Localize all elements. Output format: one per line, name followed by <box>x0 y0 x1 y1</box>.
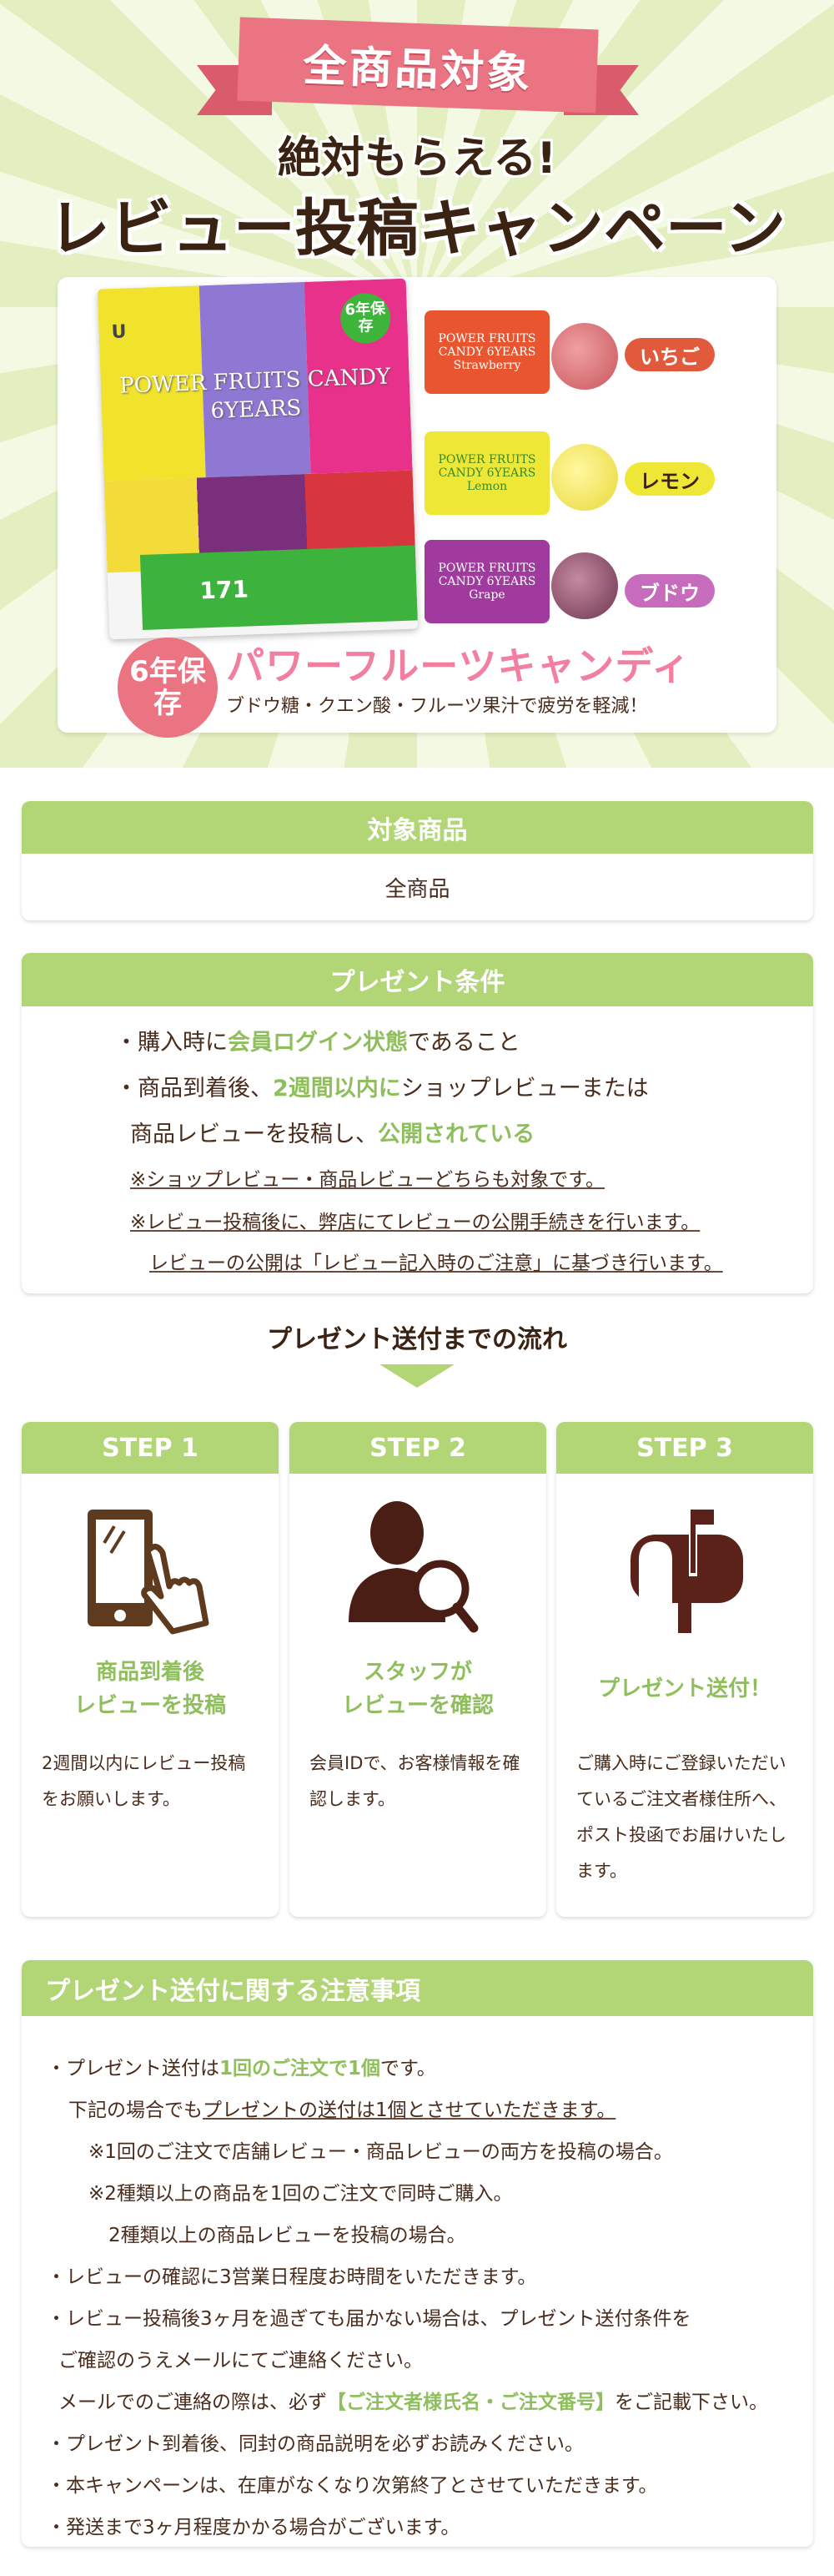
note-line: ・プレゼント送付は1回のご注文で1個です。 <box>47 2058 436 2079</box>
candy-label-lemon: レモン <box>625 462 715 496</box>
condition-note-1: ※ショップレビュー・商品レビューどちらも対象です。 <box>130 1169 605 1191</box>
step-1-description: 2週間以内にレビュー投稿をお願いします。 <box>42 1753 246 1809</box>
step-1-card: STEP 1 商品到着後レビューを投稿 2週間以内にレビュー投稿をお願いします。 <box>22 1422 279 1917</box>
note-line: ・プレゼント到着後、同封の商品説明を必ずお読みください。 <box>47 2433 584 2455</box>
step-2-card: STEP 2 スタッフがレビューを確認 会員IDで、お客様情報を確認します。 <box>289 1422 546 1917</box>
mailbox-icon <box>556 1501 813 1635</box>
step-3-card: STEP 3 プレゼント送付！ ご購入時にご登録いただいているご注文者様住所へ、… <box>556 1422 813 1917</box>
down-arrow-icon <box>379 1364 455 1388</box>
hero-banner: 全商品対象 絶対もらえる! レビュー投稿キャンペーン U 6年保存 POWER … <box>0 0 834 768</box>
condition-note-2: ※レビュー投稿後に、弊店にてレビューの公開手続きを行います。 <box>130 1212 701 1233</box>
candy-lemon: POWER FRUITS CANDY 6YEARS Lemon <box>425 423 625 523</box>
storage-badge: 6年保存 <box>118 638 218 738</box>
step-3-label: STEP 3 <box>556 1422 813 1474</box>
candy-strawberry: POWER FRUITS CANDY 6YEARS Strawberry <box>425 302 625 402</box>
ribbon: 全商品対象 <box>197 17 639 128</box>
target-products-box: 対象商品 全商品 <box>22 801 813 920</box>
condition-2: ・商品到着後、2週間以内にショップレビューまたは <box>115 1076 649 1101</box>
step-2-label: STEP 2 <box>289 1422 546 1474</box>
condition-note-3: レビューの公開は「レビュー記入時のご注意」に基づき行います。 <box>149 1253 723 1274</box>
conditions-box: プレゼント条件 ・購入時に会員ログイン状態であること ・商品到着後、2週間以内に… <box>22 953 813 1293</box>
candy-label-strawberry: いちご <box>625 338 715 371</box>
step-2-title: スタッフがレビューを確認 <box>341 1660 494 1718</box>
target-value: 全商品 <box>384 877 450 902</box>
hero-title: レビュー投稿キャンペーン <box>48 193 786 265</box>
product-description: ブドウ糖・クエン酸・フルーツ果汁で疲労を軽減！ <box>226 696 648 717</box>
package-code: 171 <box>139 545 418 630</box>
condition-3: 商品レビューを投稿し、公開されている <box>130 1122 535 1147</box>
note-line: ・レビューの確認に3営業日程度お時間をいただきます。 <box>47 2266 537 2288</box>
candy-label-grape: ブドウ <box>625 574 715 607</box>
step-3-title: プレゼント送付！ <box>597 1676 771 1701</box>
target-heading: 対象商品 <box>22 801 813 854</box>
condition-1: ・購入時に会員ログイン状態であること <box>115 1030 520 1056</box>
step-1-label: STEP 1 <box>22 1422 279 1474</box>
candy-grape: POWER FRUITS CANDY 6YEARS Grape <box>425 532 625 632</box>
note-line: ご確認のうえメールにてご連絡ください。 <box>58 2350 423 2372</box>
note-line: ・レビュー投稿後3ヶ月を過ぎても届かない場合は、プレゼント送付条件を <box>47 2308 691 2330</box>
step-1-title: 商品到着後レビューを投稿 <box>73 1660 226 1718</box>
note-line: ・発送まで3ヶ月程度かかる場合がございます。 <box>47 2517 460 2538</box>
user-search-icon <box>289 1501 546 1635</box>
step-2-description: 会員IDで、お客様情報を確認します。 <box>309 1753 520 1809</box>
note-line: ※2種類以上の商品を1回のご注文で同時ご購入。 <box>88 2183 513 2205</box>
smartphone-tap-icon <box>22 1501 279 1635</box>
ribbon-text: 全商品対象 <box>237 17 599 113</box>
note-line: ※1回のご注文で店舗レビュー・商品レビューの両方を投稿の場合。 <box>88 2141 673 2163</box>
brand-logo: U <box>111 321 127 344</box>
conditions-heading: プレゼント条件 <box>22 953 813 1006</box>
note-line: 下記の場合でもプレゼントの送付は1個とさせていただきます。 <box>68 2100 616 2121</box>
notes-box: プレゼント送付に関する注意事項 ・プレゼント送付は1回のご注文で1個です。 下記… <box>22 1960 813 2547</box>
notes-heading: プレゼント送付に関する注意事項 <box>22 1960 813 2016</box>
note-line: 2種類以上の商品レビューを投稿の場合。 <box>108 2225 466 2246</box>
note-line: ・本キャンペーンは、在庫がなくなり次第終了とさせていただきます。 <box>47 2475 658 2497</box>
product-name: パワーフルーツキャンディ <box>226 643 691 688</box>
hero-subtitle: 絶対もらえる! <box>277 134 557 184</box>
step-3-description: ご購入時にご登録いただいているご注文者様住所へ、ポスト投函でお届けいたします。 <box>576 1753 786 1881</box>
note-line: メールでのご連絡の際は、必ず【ご注文者様氏名・ご注文番号】をご記載下さい。 <box>58 2392 768 2413</box>
flow-heading: プレゼント送付までの流れ <box>267 1325 567 1354</box>
